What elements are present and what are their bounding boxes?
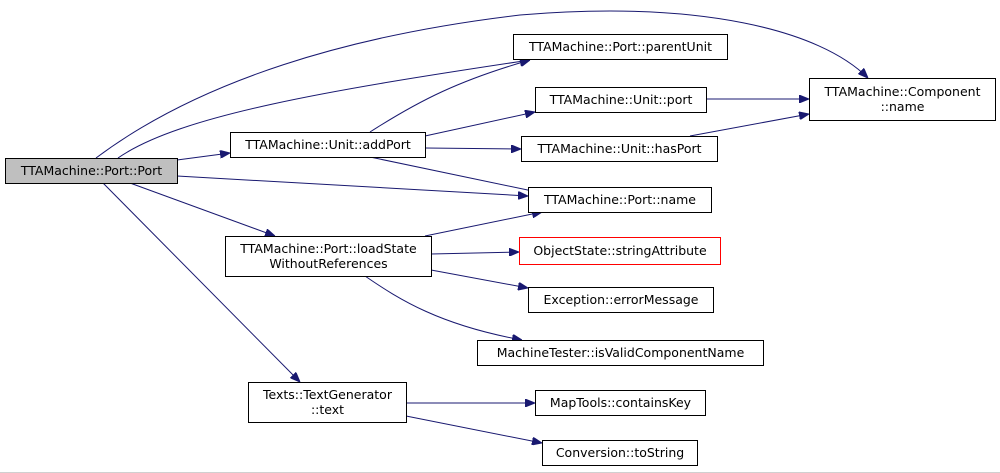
node-box [225, 236, 432, 277]
node-label: Texts::TextGenerator [262, 387, 393, 402]
node-box [809, 78, 996, 121]
edge-port-port-to-port-parentunit [117, 60, 530, 159]
node-label: TTAMachine::Component [824, 84, 981, 99]
node-label: ObjectState::stringAttribute [533, 243, 707, 258]
nodes-layer: TTAMachine::Port::Port TTAMachine::Unit::… [5, 34, 996, 466]
node-label: ::text [311, 402, 344, 417]
node-maptools-containskey[interactable]: MapTools::containsKey [535, 390, 706, 416]
node-unit-addport[interactable]: TTAMachine::Unit::addPort [230, 132, 426, 158]
node-box [230, 132, 426, 158]
node-port-name[interactable]: TTAMachine::Port::name [528, 187, 712, 213]
edge-port-loadstate-to-exception-errormessage [430, 269, 528, 288]
edge-unit-addport-to-port-name [369, 156, 542, 193]
node-box [248, 382, 407, 423]
node-label: Exception::errorMessage [544, 292, 699, 307]
node-label: TTAMachine::Port::Port [20, 163, 162, 178]
node-machinetester-isvalid[interactable]: MachineTester::isValidComponentName [477, 340, 764, 366]
node-port-port[interactable]: TTAMachine::Port::Port [5, 158, 178, 184]
node-label: TTAMachine::Unit::hasPort [536, 141, 701, 156]
edge-port-loadstate-to-port-name [424, 212, 542, 237]
edges-layer [95, 10, 868, 443]
edge-unit-hasport-to-component-name [689, 114, 809, 137]
node-box [519, 237, 721, 265]
node-label: TTAMachine::Port::parentUnit [528, 39, 712, 54]
node-box [5, 158, 178, 184]
edge-port-port-to-port-loadstate [129, 182, 275, 236]
edge-unit-addport-to-unit-port [424, 112, 535, 137]
node-label: ::name [881, 99, 925, 114]
node-box [477, 340, 764, 366]
edge-port-loadstate-to-objectstate-stringattr [430, 252, 519, 254]
node-unit-hasport[interactable]: TTAMachine::Unit::hasPort [521, 136, 718, 162]
node-label: MachineTester::isValidComponentName [497, 345, 745, 360]
edge-port-port-to-port-name [176, 175, 528, 196]
edge-port-port-to-textgen-text [102, 182, 300, 382]
node-label: Conversion::toString [556, 445, 684, 460]
node-port-loadstate[interactable]: TTAMachine::Port::loadStateWithoutRefere… [225, 236, 432, 277]
node-exception-errormessage[interactable]: Exception::errorMessage [528, 287, 714, 313]
node-box [521, 136, 718, 162]
node-label: TTAMachine::Unit::addPort [244, 137, 411, 152]
node-box [513, 34, 728, 60]
edge-port-port-to-component-name [95, 10, 868, 159]
node-unit-port[interactable]: TTAMachine::Unit::port [535, 87, 707, 113]
node-box [528, 187, 712, 213]
edge-textgen-text-to-conversion-tostring [405, 415, 542, 443]
node-objectstate-stringattr[interactable]: ObjectState::stringAttribute [519, 237, 721, 265]
node-label: TTAMachine::Port::name [543, 192, 696, 207]
node-label: WithoutReferences [269, 256, 387, 271]
node-textgen-text[interactable]: Texts::TextGenerator::text [248, 382, 407, 423]
edge-unit-addport-to-unit-hasport [424, 148, 521, 149]
node-component-name[interactable]: TTAMachine::Component::name [809, 78, 996, 121]
node-box [542, 440, 698, 466]
node-box [528, 287, 714, 313]
node-label: TTAMachine::Port::loadState [239, 241, 417, 256]
edge-port-port-to-unit-addport [176, 153, 230, 161]
edge-port-loadstate-to-machinetester-isvalid [364, 275, 522, 340]
node-label: MapTools::containsKey [550, 395, 692, 410]
node-label: TTAMachine::Unit::port [549, 92, 693, 107]
node-conversion-tostring[interactable]: Conversion::toString [542, 440, 698, 466]
node-box [535, 87, 707, 113]
node-port-parentunit[interactable]: TTAMachine::Port::parentUnit [513, 34, 728, 60]
edge-unit-addport-to-port-parentunit [369, 60, 530, 133]
node-box [535, 390, 706, 416]
